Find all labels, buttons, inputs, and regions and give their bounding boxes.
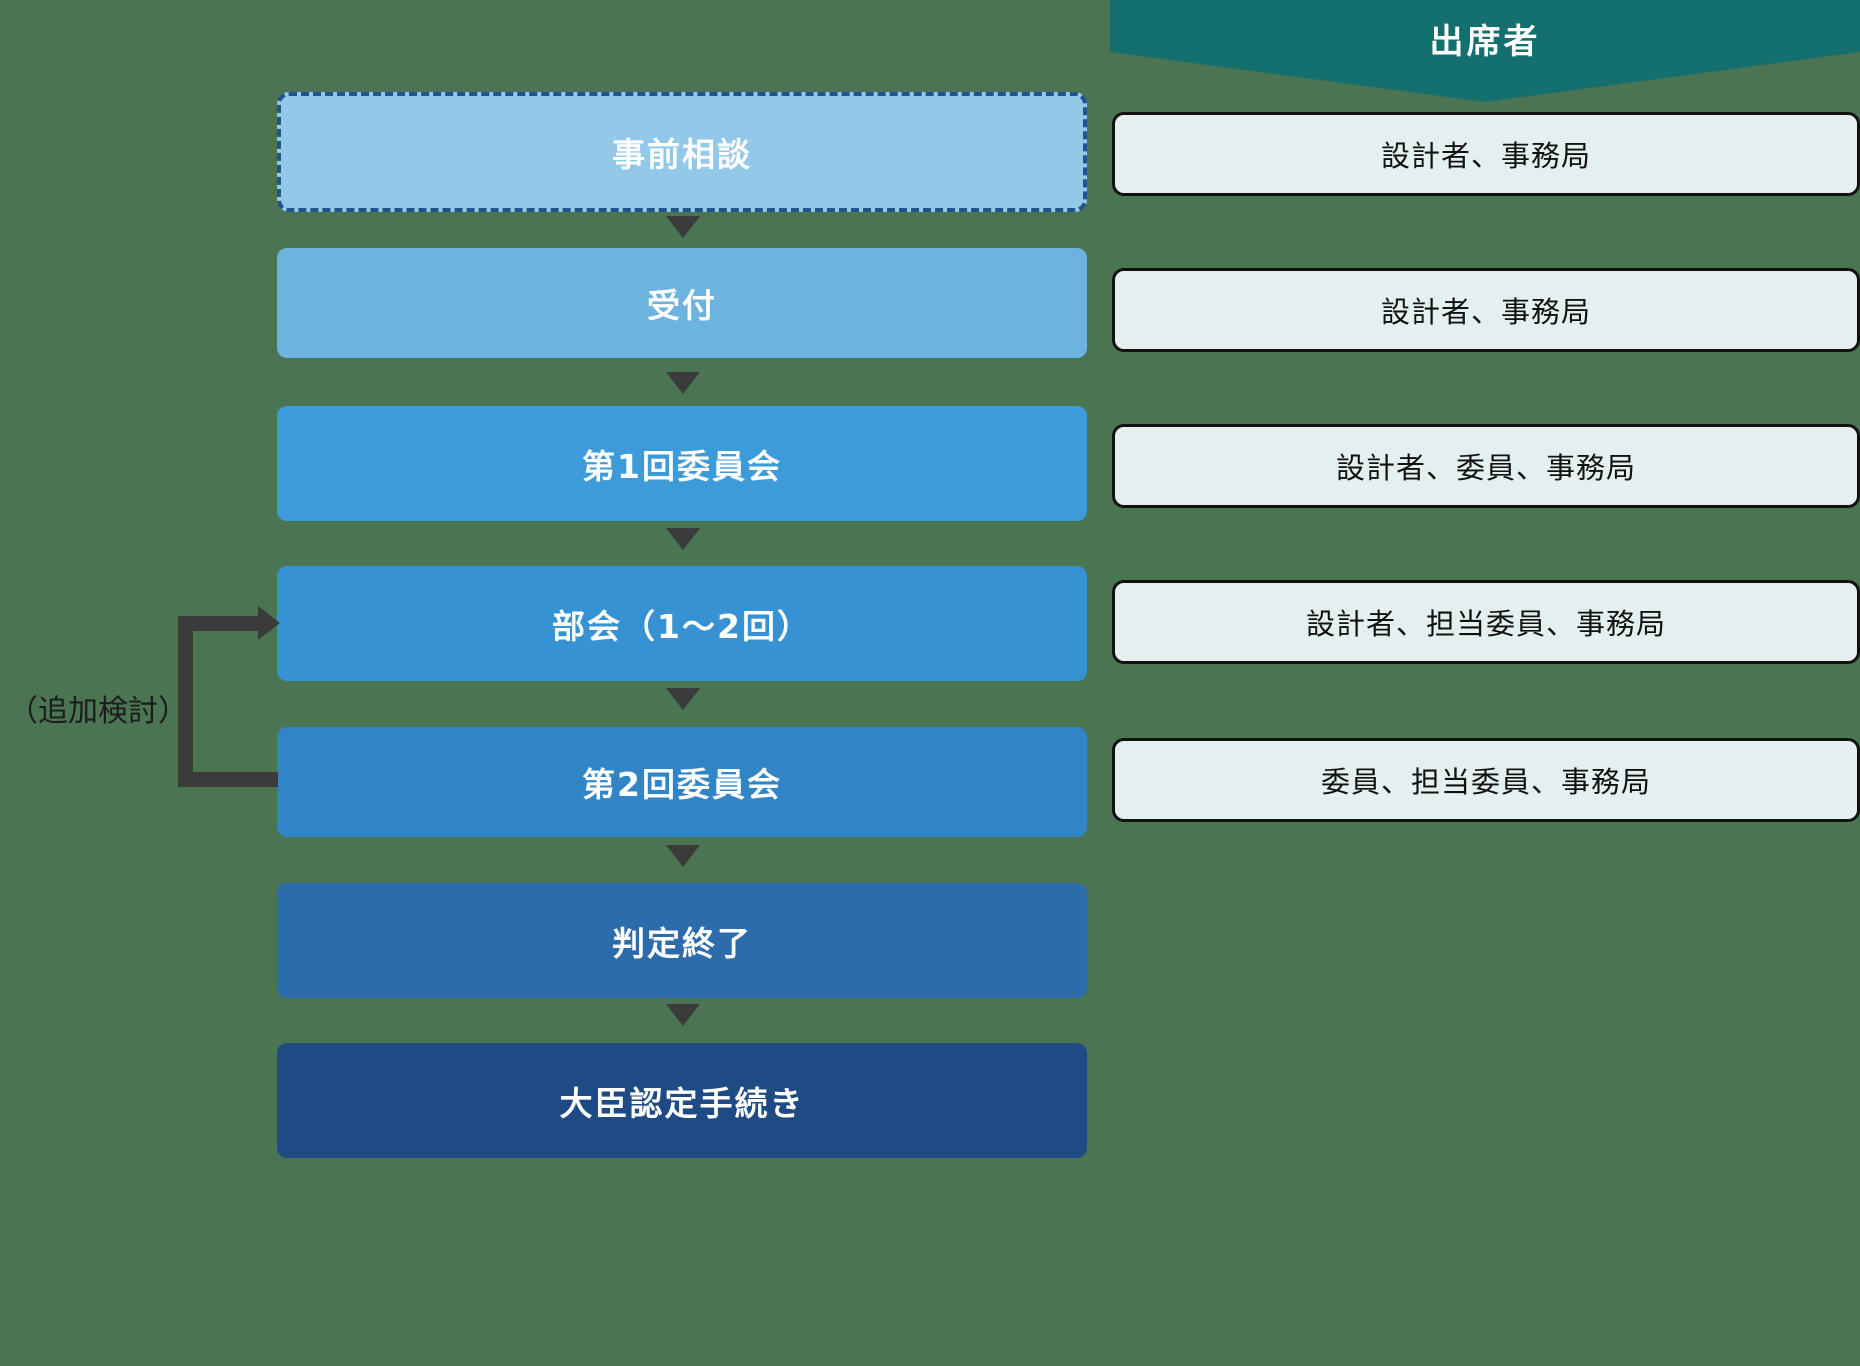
attendee-box-subcommittee: 設計者、担当委員、事務局 (1112, 580, 1860, 664)
attendees-header-label: 出席者 (1429, 22, 1541, 62)
arrow-down-icon (666, 845, 700, 867)
arrow-down-icon (666, 688, 700, 710)
flow-step-label: 部会（1〜2回） (552, 606, 812, 646)
loopback-arrow-head-icon (258, 606, 280, 640)
attendee-label: 委員、担当委員、事務局 (1320, 765, 1651, 799)
flow-step-subcommittee[interactable]: 部会（1〜2回） (277, 566, 1087, 681)
attendee-box-committee-1: 設計者、委員、事務局 (1112, 424, 1860, 508)
attendee-label: 設計者、事務局 (1380, 139, 1591, 173)
attendee-box-committee-2: 委員、担当委員、事務局 (1112, 738, 1860, 822)
arrow-down-icon (666, 372, 700, 394)
flow-step-label: 事前相談 (612, 135, 752, 174)
attendee-box-prior-consultation: 設計者、事務局 (1112, 112, 1860, 196)
flow-step-committee-2[interactable]: 第2回委員会 (277, 727, 1087, 837)
flow-step-label: 受付 (647, 286, 717, 325)
flow-step-label: 第2回委員会 (582, 765, 782, 804)
arrow-down-icon (666, 528, 700, 550)
flow-step-prior-consultation[interactable]: 事前相談 (277, 92, 1087, 212)
arrow-down-icon (666, 216, 700, 238)
flow-step-label: 判定終了 (612, 923, 752, 963)
attendee-box-reception: 設計者、事務局 (1112, 268, 1860, 352)
loopback-vertical-segment (178, 616, 193, 787)
flow-step-ministerial-certification[interactable]: 大臣認定手続き (277, 1043, 1087, 1158)
attendee-label: 設計者、委員、事務局 (1335, 451, 1636, 485)
flow-step-label: 第1回委員会 (582, 446, 782, 486)
flow-step-committee-1[interactable]: 第1回委員会 (277, 406, 1087, 521)
attendee-label: 設計者、担当委員、事務局 (1305, 607, 1666, 641)
loopback-bottom-segment (178, 772, 278, 787)
loopback-top-segment (178, 616, 260, 631)
arrow-down-icon (666, 1004, 700, 1026)
loopback-label: （追加検討） (8, 694, 188, 729)
attendee-label: 設計者、事務局 (1380, 295, 1591, 329)
flow-step-label: 大臣認定手続き (559, 1083, 805, 1123)
flow-step-evaluation-complete[interactable]: 判定終了 (277, 883, 1087, 998)
flow-step-reception[interactable]: 受付 (277, 248, 1087, 358)
